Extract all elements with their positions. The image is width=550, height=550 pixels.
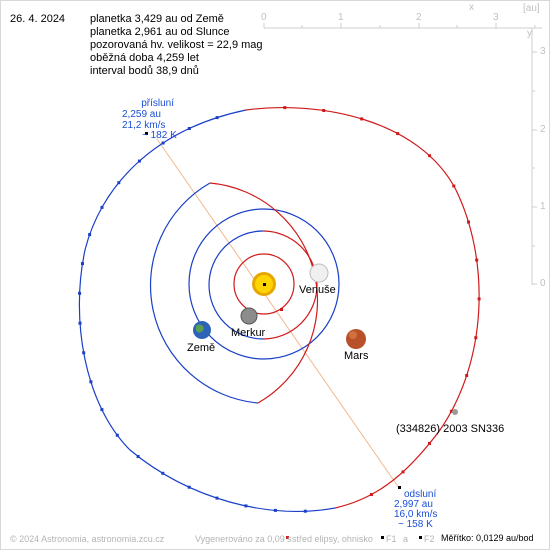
asteroid-body xyxy=(452,409,458,415)
asteroid-orbit-point xyxy=(322,109,326,112)
mars-planet xyxy=(346,329,366,349)
right-tick-1: 1 xyxy=(540,201,546,212)
top-tick-3: 3 xyxy=(493,12,499,23)
info-distance-earth: planetka 3,429 au od Země xyxy=(90,13,224,25)
top-tick-0: 0 xyxy=(261,12,267,23)
asteroid-orbit-points xyxy=(78,106,481,513)
top-tick-2: 2 xyxy=(416,12,422,23)
asteroid-orbit-point xyxy=(187,127,191,130)
asteroid-orbit-point xyxy=(137,159,141,163)
legend-a-label: a xyxy=(403,534,409,544)
apsis-line xyxy=(156,138,400,489)
asteroid-orbit-point xyxy=(477,297,481,301)
asteroid-orbit-point xyxy=(452,184,456,188)
earth-continents xyxy=(196,324,204,333)
asteroid-orbit-point xyxy=(283,106,287,110)
asteroid-orbit-point xyxy=(273,508,277,512)
asteroid-orbit-point xyxy=(428,154,432,158)
venus-label: Venuše xyxy=(299,284,336,296)
mercury-label: Merkur xyxy=(231,327,266,339)
axis-unit: [au] xyxy=(523,3,540,14)
venus-orbit-south xyxy=(208,230,264,340)
right-tick-0: 0 xyxy=(540,278,546,289)
asteroid-orbit-point xyxy=(161,141,165,145)
asteroid-orbit-point xyxy=(88,233,92,237)
legend-f1-marker xyxy=(381,536,384,539)
legend-center-marker xyxy=(286,536,289,539)
aphelion-marker xyxy=(398,486,401,489)
perihelion-temperature: ~ 182 K xyxy=(142,130,177,141)
asteroid-orbit-point xyxy=(215,496,219,500)
mercury-planet xyxy=(240,307,258,325)
info-point-interval: interval bodů 38,9 dnů xyxy=(90,65,199,77)
top-axis-ticks xyxy=(263,23,536,28)
earth-label: Země xyxy=(187,342,216,354)
right-axis-ticks xyxy=(532,51,537,285)
asteroid-orbit-point xyxy=(78,321,82,325)
legend-center-label: střed elipsy, ohnisko xyxy=(292,534,373,544)
footer-generated: Vygenerováno za 0,09 s xyxy=(195,534,292,544)
asteroid-orbit-point xyxy=(428,441,431,445)
asteroid-orbit-north xyxy=(245,107,480,509)
top-tick-1: 1 xyxy=(338,12,344,23)
venus-planet xyxy=(309,263,329,283)
mars-highlight xyxy=(349,331,357,339)
asteroid-orbit-point xyxy=(449,409,453,413)
asteroid-orbit-point xyxy=(474,336,478,340)
aphelion-temperature: ~ 158 K xyxy=(398,519,433,530)
asteroid-orbit-point xyxy=(401,470,405,474)
mars-label: Mars xyxy=(344,350,369,362)
legend-f2-label: F2 xyxy=(424,534,435,544)
asteroid-orbit-point xyxy=(117,181,121,185)
asteroid-orbit-point xyxy=(136,455,140,458)
asteroid-orbit-point xyxy=(89,380,93,384)
asteroid-orbit-point xyxy=(475,258,479,262)
info-period: oběžná doba 4,259 let xyxy=(90,52,199,64)
perihelion-distance: 2,259 au xyxy=(122,109,161,120)
asteroid-orbit-point xyxy=(215,116,219,120)
asteroid-orbit-point xyxy=(396,132,400,136)
asteroid-orbit-point xyxy=(161,471,165,475)
ellipse-center xyxy=(280,308,283,311)
mercury-orbit xyxy=(233,253,295,315)
legend-f1-label: F1 xyxy=(386,534,397,544)
footer-scale: Měřítko: 0,0129 au/bod xyxy=(441,533,534,543)
asteroid-orbit-point xyxy=(81,262,84,266)
asteroid-orbit-point xyxy=(360,117,364,121)
y-axis-letter: y xyxy=(527,28,532,39)
info-magnitude: pozorovaná hv. velikost = 22,9 mag xyxy=(90,39,263,51)
asteroid-orbit-point xyxy=(78,291,82,295)
asteroid-label: (334826) 2003 SN336 xyxy=(396,423,505,435)
aphelion-speed: 16,0 km/s xyxy=(394,509,438,520)
asteroid-orbit-point xyxy=(100,408,104,412)
asteroid-orbit-point xyxy=(467,220,470,224)
legend-f2-marker xyxy=(419,536,422,539)
asteroid-orbit-point xyxy=(369,493,373,496)
sun-focus xyxy=(263,283,266,286)
perihelion-title: přísluní xyxy=(141,98,174,109)
right-tick-3: 3 xyxy=(540,46,546,57)
right-tick-2: 2 xyxy=(540,124,546,135)
date-label: 26. 4. 2024 xyxy=(10,13,66,25)
aphelion-distance: 2,997 au xyxy=(394,499,433,510)
asteroid-orbit-point xyxy=(187,485,191,489)
perihelion-marker xyxy=(145,132,148,135)
asteroid-orbit-point xyxy=(82,351,86,355)
mars-orbit-south xyxy=(149,182,259,404)
asteroid-orbit-south xyxy=(78,109,336,512)
asteroid-orbit-point xyxy=(465,374,469,377)
info-distance-sun: planetka 2,961 au od Slunce xyxy=(90,26,230,38)
asteroid-orbit-point xyxy=(303,509,307,513)
aphelion-title: odsluní xyxy=(404,489,437,500)
asteroid-orbit-point xyxy=(100,205,104,209)
earth-orbit xyxy=(188,208,340,360)
asteroid-orbit-point xyxy=(115,433,119,437)
asteroid-orbit-point xyxy=(244,504,248,508)
x-axis-letter: x xyxy=(469,2,474,13)
perihelion-speed: 21,2 km/s xyxy=(122,120,166,131)
footer-copyright: © 2024 Astronomia, astronomia.zcu.cz xyxy=(10,534,165,544)
